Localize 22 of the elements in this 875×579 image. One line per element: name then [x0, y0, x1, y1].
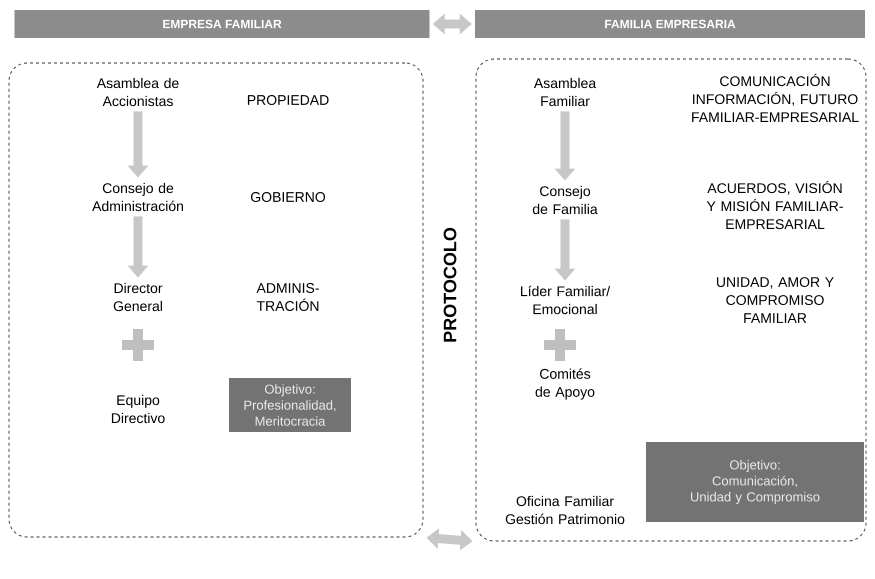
role-text: Asamblea de Accionistas — [96, 78, 179, 106]
role-text: Asamblea Familiar — [534, 78, 596, 106]
category-label: ACUERDOS, VISIÓN Y MISIÓN FAMILIAR- EMPRESARIAL — [706, 180, 843, 230]
objective-box: Objetivo: Comunicación, Unidad y Compromiso — [646, 442, 864, 522]
dashed-frame — [8, 62, 424, 538]
role-text: Consejo de Familia — [532, 186, 598, 214]
role-text: Líder Familiar/ Emocional — [521, 286, 610, 314]
category-label: ADMINIS- TRACIÓN — [256, 283, 319, 311]
vertical-label: PROTOCOLO — [444, 228, 456, 342]
objective-box: Objetivo: Profesionalidad, Meritocracia — [229, 378, 351, 432]
category-label: GOBIERNO — [250, 192, 326, 202]
role-text: Oficina Familiar Gestión Patrimonio — [506, 496, 624, 524]
header-bar: FAMILIA EMPRESARIA — [475, 10, 865, 38]
role-text: Consejo de Administración — [92, 182, 183, 212]
role-text: Comités de Apoyo — [536, 368, 594, 400]
role-text: Equipo Directivo — [112, 394, 165, 424]
dashed-frame — [476, 58, 866, 542]
role-text: Director General — [114, 282, 162, 312]
category-label: PROPIEDAD — [248, 95, 329, 105]
category-label: COMUNICACIÓN INFORMACIÓN, FUTURO FAMILIAR-EMPRESARIAL — [692, 74, 859, 122]
category-label: UNIDAD, AMOR Y COMPROMISO FAMILIAR — [716, 277, 834, 323]
header-bar: EMPRESA FAMILIAR — [14, 10, 430, 38]
